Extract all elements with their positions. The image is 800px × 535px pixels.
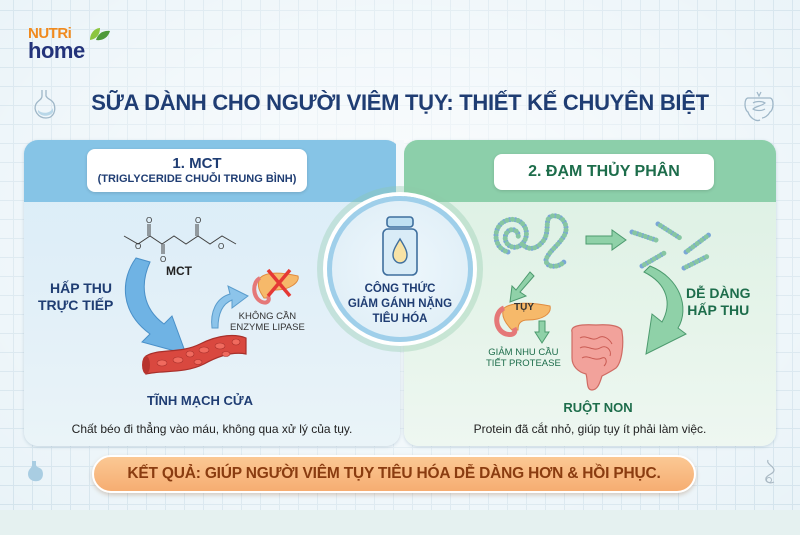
svg-text:O: O	[195, 216, 201, 225]
intestine-label: RUỘT NON	[563, 400, 633, 415]
easy-absorb-line1: DỄ DÀNG	[686, 285, 751, 301]
intestine-icon	[744, 91, 774, 122]
pancreas-icon	[494, 302, 551, 337]
pancreas-label: TỤY	[514, 302, 534, 313]
mct-molecule-icon: O O O O O	[123, 216, 237, 264]
logo-text-nutri: NUTRi	[28, 25, 72, 42]
mct-panel-header: 1. MCT (TRIGLYCERIDE CHUỖI TRUNG BÌNH)	[24, 140, 400, 202]
center-text-line1: CÔNG THỨC	[364, 283, 436, 295]
logo-text-home: home	[28, 38, 85, 63]
small-intestine-icon	[571, 324, 624, 391]
svg-text:O: O	[135, 242, 141, 251]
mct-heading: 1. MCT	[172, 155, 222, 172]
result-banner: KẾT QUẢ: GIÚP NGƯỜI VIÊM TỤY TIÊU HÓA DỄ…	[92, 455, 696, 493]
absorb-label: HẤP THU TRỰC TIẾP	[38, 280, 113, 314]
peptide-fragments-icon	[629, 221, 713, 271]
protein-heading: 2. ĐẠM THỦY PHÂN	[528, 163, 680, 180]
right-arrow-icon	[585, 229, 627, 251]
page-title: SỮA DÀNH CHO NGƯỜI VIÊM TỤY: THIẾT KẾ CH…	[91, 90, 709, 115]
absorb-label-line1: HẤP THU	[50, 280, 112, 296]
svg-text:O: O	[160, 255, 166, 264]
absorb-label-line2: TRỰC TIẾP	[38, 297, 114, 313]
easy-absorb-line2: HẤP THU	[687, 302, 750, 318]
absorb-arrow-green-icon	[643, 265, 687, 355]
center-formula-badge: CÔNG THỨC GIẢM GÁNH NẶNG TIÊU HÓA	[327, 196, 473, 342]
no-lipase-note: KHÔNG CẦN ENZYME LIPASE	[230, 311, 305, 333]
mct-caption: Chất béo đi thẳng vào máu, không qua xử …	[71, 422, 353, 436]
bottle-drop-icon	[382, 216, 418, 276]
panel-connector	[396, 140, 404, 202]
center-text: CÔNG THỨC GIẢM GÁNH NẶNG TIÊU HÓA	[332, 282, 468, 327]
esophagus-icon	[765, 459, 775, 484]
easy-absorb-label: DỄ DÀNG HẤP THU	[686, 285, 751, 319]
protein-heading-box: 2. ĐẠM THỦY PHÂN	[494, 154, 714, 190]
leaf-icon	[90, 28, 110, 41]
center-text-line2: GIẢM GÁNH NẶNG	[347, 298, 453, 310]
hydrolyzed-protein-panel: 2. ĐẠM THỦY PHÂN TỤY GIẢM NHU CẦU TIẾT P…	[404, 140, 776, 446]
small-arrow-icon	[211, 285, 249, 329]
mct-heading-box: 1. MCT (TRIGLYCERIDE CHUỖI TRUNG BÌNH)	[87, 149, 307, 192]
protease-note-line1: GIẢM NHU CẦU	[488, 347, 559, 358]
nutrihome-logo: NUTRi home	[28, 26, 118, 66]
portal-vein-label: TĨNH MẠCH CỬA	[146, 393, 254, 408]
no-lipase-line1: KHÔNG CẦN	[238, 311, 297, 322]
mct-molecule-label: MCT	[166, 264, 192, 278]
decrease-arrow-icon	[534, 320, 550, 344]
svg-text:O: O	[218, 242, 224, 251]
protease-note-line2: TIẾT PROTEASE	[486, 358, 561, 369]
protein-chain-icon	[493, 213, 569, 269]
stomach-icon-small	[28, 461, 43, 482]
mct-panel: 1. MCT (TRIGLYCERIDE CHUỖI TRUNG BÌNH) O…	[24, 140, 400, 446]
pancreas-crossed-icon	[252, 268, 299, 305]
blood-vessel-icon	[142, 334, 247, 375]
down-arrow-icon	[509, 271, 535, 303]
footer-band	[0, 510, 800, 535]
center-text-line3: TIÊU HÓA	[372, 313, 428, 325]
svg-text:O: O	[146, 216, 152, 225]
no-lipase-line2: ENZYME LIPASE	[230, 322, 305, 333]
protease-note: GIẢM NHU CẦU TIẾT PROTEASE	[486, 347, 561, 369]
mct-subheading: (TRIGLYCERIDE CHUỖI TRUNG BÌNH)	[97, 173, 297, 185]
protein-caption: Protein đã cắt nhỏ, giúp tụy ít phải làm…	[473, 422, 707, 436]
protein-panel-header: 2. ĐẠM THỦY PHÂN	[404, 140, 776, 202]
stomach-icon	[34, 90, 56, 119]
